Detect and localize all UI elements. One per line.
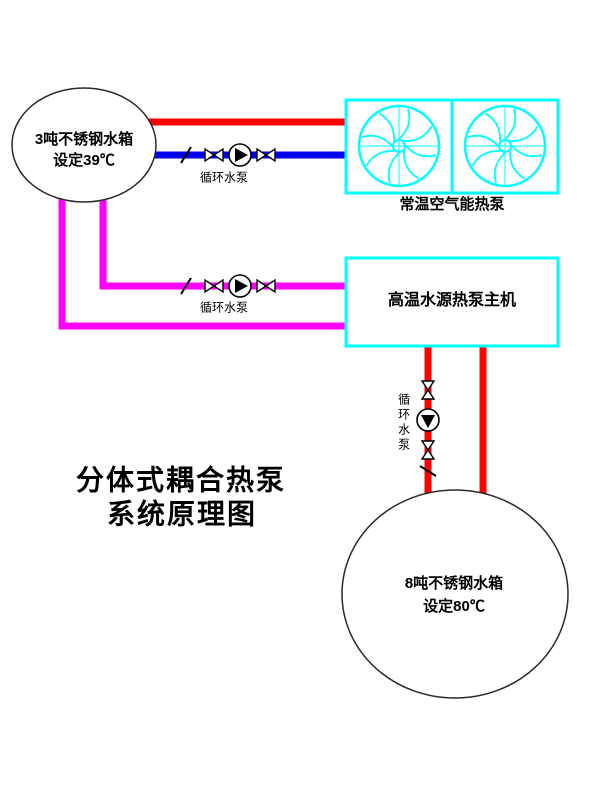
tank-8t-name-label: 8吨不锈钢水箱	[404, 574, 504, 592]
diagram-title-line1: 分体式耦合热泵	[75, 464, 287, 496]
circulation-pump-label-middle: 循环水泵	[199, 300, 249, 315]
tank-3t-setpoint-label: 设定39℃	[53, 151, 115, 169]
fan-icon	[463, 104, 547, 188]
fan-icon	[357, 104, 441, 188]
diagram-title-line2: 系统原理图	[106, 498, 258, 530]
tank-8t-shape	[341, 489, 569, 699]
tank-8t-setpoint-label: 设定80℃	[423, 597, 485, 615]
pump-icon	[416, 408, 440, 432]
circulation-pump-label-top: 循环水泵	[199, 170, 249, 185]
water-heat-pump-label: 高温水源热泵主机	[387, 292, 517, 310]
circulation-pump-label-bottom: 循环水泵	[396, 393, 411, 453]
pump-icon	[228, 143, 252, 167]
air-heat-pump-label: 常温空气能热泵	[399, 195, 505, 213]
tank-3t-name-label: 3吨不锈钢水箱	[34, 130, 134, 148]
tank-3t-shape	[11, 87, 157, 203]
pump-icon	[228, 274, 252, 298]
pipe-magenta-return-middle	[58, 192, 352, 330]
water-heat-pump-box	[344, 256, 560, 348]
